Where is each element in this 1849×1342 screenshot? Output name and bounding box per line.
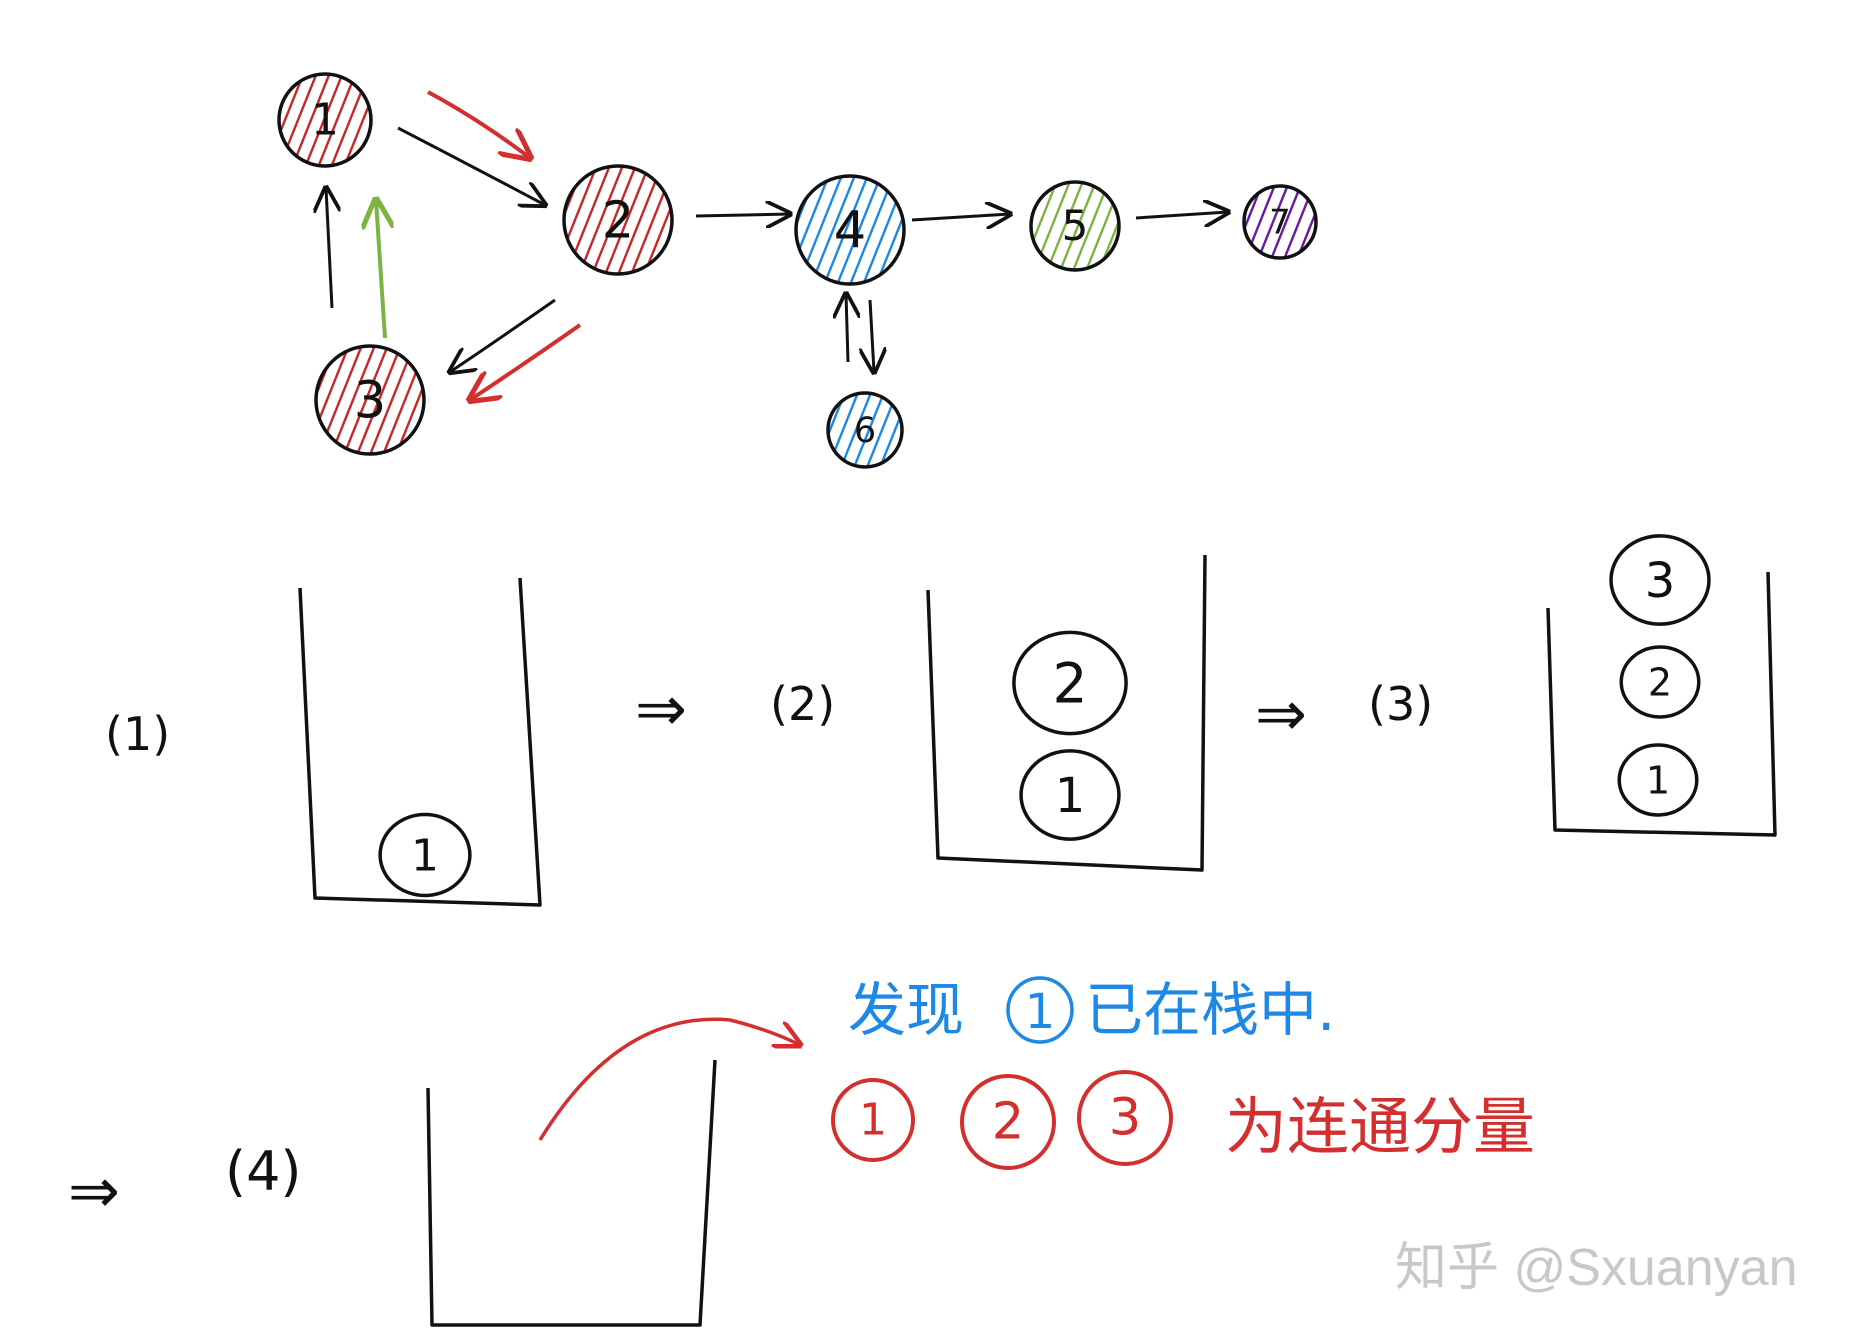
watermark: 知乎 @Sxuanyan xyxy=(1395,1239,1798,1297)
step-arrow-2-3: ⇒ xyxy=(1255,677,1307,750)
stack-item-outline xyxy=(1012,630,1128,736)
node-outline xyxy=(826,391,904,469)
scc-suffix: 为连通分量 xyxy=(1225,1090,1535,1163)
edge-5-7 xyxy=(1135,212,1228,218)
step-labels: (1) ⇒ (2) ⇒ (3) ⇒ (4) xyxy=(68,672,1433,1227)
found-text: 发现 xyxy=(848,976,964,1044)
node-outline xyxy=(562,164,674,276)
scc-node-circle xyxy=(831,1078,915,1162)
node-outline xyxy=(277,72,373,168)
step-label-4: (4) xyxy=(225,1140,302,1203)
node-outline xyxy=(314,344,426,456)
node-label: 5 xyxy=(1062,201,1089,250)
traversal-arrows xyxy=(376,90,582,400)
edge-2-4 xyxy=(695,214,790,216)
stack-container-3 xyxy=(1546,571,1777,837)
stack-item-label: 1 xyxy=(411,830,439,881)
scc-node-label: 3 xyxy=(1109,1089,1141,1148)
found-note: 发现 1 已在栈中. xyxy=(848,976,1335,1044)
edge-4-5 xyxy=(911,214,1010,220)
node-label: 4 xyxy=(834,201,866,260)
node-label: 1 xyxy=(311,95,339,146)
scc-node-label: 2 xyxy=(992,1093,1024,1152)
graph-node-6: 6 xyxy=(826,391,904,469)
stack-item-outline xyxy=(1019,749,1121,841)
stack-container-2 xyxy=(926,554,1207,872)
stack-item-outline xyxy=(1617,743,1699,817)
stack-item-label: 2 xyxy=(1648,660,1672,704)
graph-node-2: 2 xyxy=(562,164,674,276)
stack-item-label: 2 xyxy=(1053,651,1088,715)
node-outline xyxy=(794,174,906,286)
edge-6-4 xyxy=(846,294,848,363)
step-label-3: (3) xyxy=(1368,677,1433,731)
stack-item-outline xyxy=(1619,645,1701,719)
found-node-label: 1 xyxy=(1025,984,1056,1040)
edge-2-3 xyxy=(450,298,556,372)
stack-item-step3-2: 2 xyxy=(1619,645,1701,719)
node-outline xyxy=(1242,184,1318,260)
stack-item-outline xyxy=(1609,534,1711,626)
scc-note: 为连通分量 1 2 3 xyxy=(831,1070,1535,1170)
dfs-arrow-2-3 xyxy=(470,323,582,400)
graph-node-4: 4 xyxy=(794,174,906,286)
stack-containers xyxy=(298,554,1777,1327)
stack-items: 1 1 2 1 2 3 xyxy=(378,534,1711,898)
step-arrow-3-4: ⇒ xyxy=(68,1154,120,1227)
node-label: 6 xyxy=(854,411,876,451)
stack-item-step3-1: 1 xyxy=(1617,743,1699,817)
scc-node-circle xyxy=(1077,1070,1173,1166)
node-label: 7 xyxy=(1269,203,1291,243)
stack-item-label: 1 xyxy=(1646,758,1670,802)
scc-node-2: 2 xyxy=(960,1074,1056,1170)
stack-item-outline xyxy=(378,812,472,898)
graph-node-3: 3 xyxy=(314,344,426,456)
edge-3-1 xyxy=(326,188,332,309)
step-label-2: (2) xyxy=(770,677,835,731)
back-edge-arrow-3-1 xyxy=(376,200,385,339)
found-node-circle xyxy=(1006,976,1074,1044)
scc-node-circle xyxy=(960,1074,1056,1170)
graph-node-7: 7 xyxy=(1242,184,1318,260)
scc-node-label: 1 xyxy=(859,1094,887,1145)
step-arrow-1-2: ⇒ xyxy=(635,672,687,745)
graph-nodes: 1 2 3 4 5 6 7 xyxy=(277,72,1318,469)
graph-node-5: 5 xyxy=(1029,180,1121,272)
scc-node-1: 1 xyxy=(831,1078,915,1162)
step-label-1: (1) xyxy=(105,707,170,761)
stack-item-step1-1: 1 xyxy=(378,812,472,898)
edge-4-6 xyxy=(870,299,874,372)
found-suffix: 已在栈中. xyxy=(1085,976,1335,1044)
node-label: 2 xyxy=(602,191,634,250)
graph-node-1: 1 xyxy=(277,72,373,168)
dfs-arrow-1-2 xyxy=(427,90,530,158)
stack-item-label: 1 xyxy=(1055,768,1086,824)
stack-item-label: 3 xyxy=(1645,553,1676,609)
stack-container-1 xyxy=(298,577,542,907)
node-outline xyxy=(1029,180,1121,272)
stack-container-4 xyxy=(426,1059,717,1327)
node-label: 3 xyxy=(354,371,386,430)
stack-item-step2-1: 1 xyxy=(1019,749,1121,841)
pop-arrow xyxy=(538,1017,800,1141)
edge-1-2 xyxy=(397,126,545,205)
scc-node-3: 3 xyxy=(1077,1070,1173,1166)
stack-item-step3-3: 3 xyxy=(1609,534,1711,626)
stack-item-step2-2: 2 xyxy=(1012,630,1128,736)
graph-edges xyxy=(326,126,1228,372)
